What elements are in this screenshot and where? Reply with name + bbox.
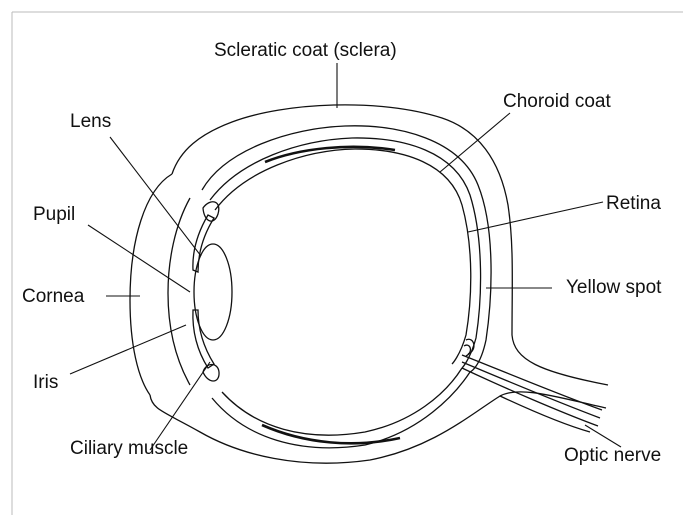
label-lens: Lens xyxy=(70,111,111,132)
label-iris: Iris xyxy=(33,372,58,393)
leader-lens xyxy=(110,137,201,256)
label-optic-nerve: Optic nerve xyxy=(564,445,661,466)
label-sclera: Scleratic coat (sclera) xyxy=(214,40,397,61)
leader-ciliary xyxy=(150,362,210,450)
label-ciliary-muscle: Ciliary muscle xyxy=(70,438,188,459)
leader-iris xyxy=(70,325,186,374)
ciliary-lower xyxy=(203,365,219,382)
label-retina: Retina xyxy=(606,193,661,214)
sclera-inner-bottom xyxy=(212,372,470,448)
iris-lower xyxy=(193,310,214,368)
leader-pupil xyxy=(88,225,190,292)
label-pupil: Pupil xyxy=(33,204,75,225)
sclera-outer xyxy=(172,105,608,385)
inner-cornea-curve xyxy=(168,198,190,385)
lens-shape xyxy=(194,244,232,340)
leader-retina xyxy=(468,202,603,232)
retina-thick-top xyxy=(265,147,395,162)
leader-optic-nerve xyxy=(585,425,621,447)
choroid-lower xyxy=(222,368,462,435)
label-choroid: Choroid coat xyxy=(503,91,611,112)
label-cornea: Cornea xyxy=(22,286,85,307)
sclera-outer-bottom xyxy=(150,392,606,463)
ciliary-upper xyxy=(203,202,219,221)
iris-upper xyxy=(193,215,214,272)
cornea-outer xyxy=(130,174,172,395)
retina-layer xyxy=(215,149,471,364)
label-yellow-spot: Yellow spot xyxy=(566,277,662,298)
